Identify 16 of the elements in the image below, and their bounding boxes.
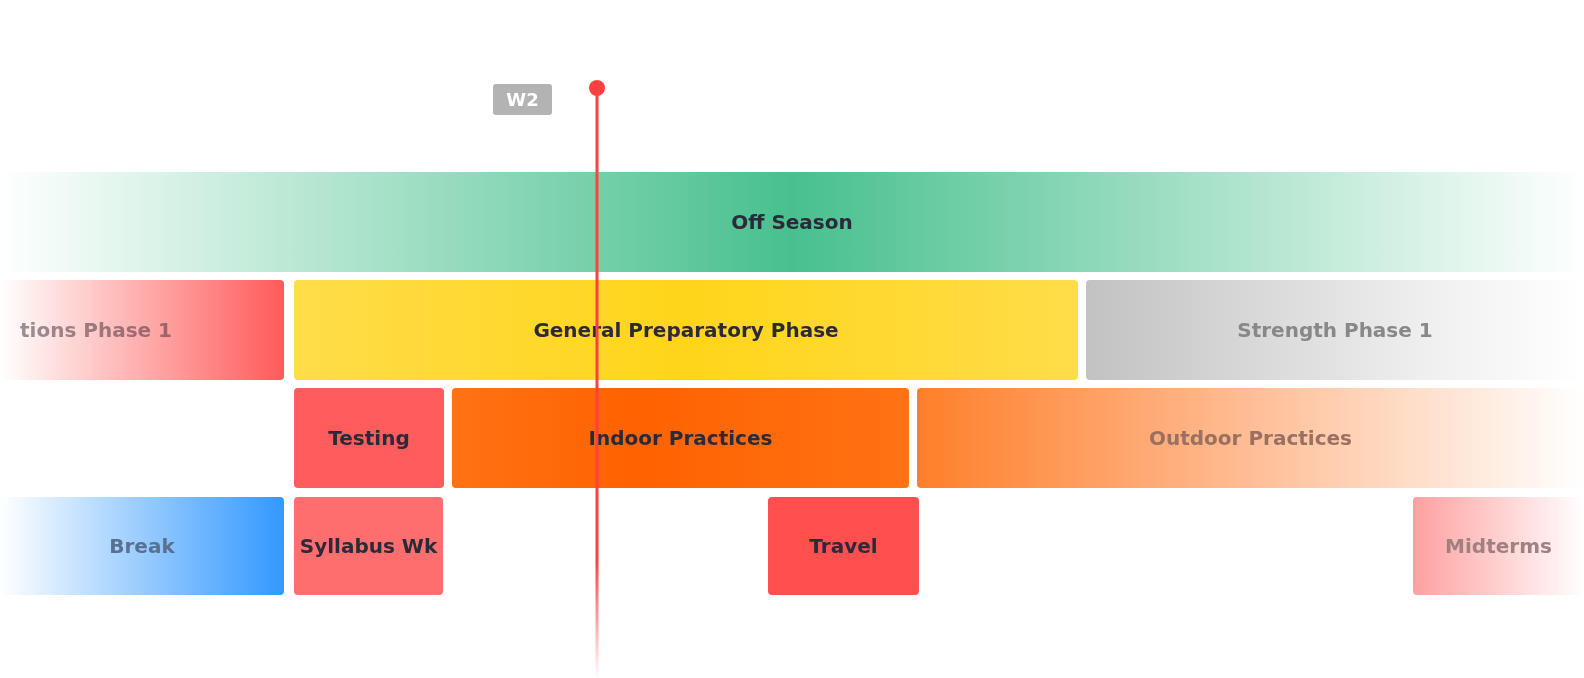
event-bar — [294, 497, 443, 595]
bar-label: Midterms — [1445, 534, 1552, 558]
activity-bar — [294, 388, 444, 488]
bar-label: Syllabus Wk — [299, 534, 438, 558]
bar-label: Outdoor Practices — [1148, 426, 1352, 450]
bar-label: Strength Phase 1 — [1237, 318, 1433, 342]
bar-label: Break — [109, 534, 175, 558]
week-badge: W2 — [493, 84, 552, 115]
bar-label: Indoor Practices — [588, 426, 773, 450]
phase-bar — [294, 280, 1078, 380]
bar-label: tions Phase 1 — [20, 318, 172, 342]
bar-label: Testing — [328, 426, 410, 450]
bar-label: Travel — [809, 534, 878, 558]
activity-bar — [452, 388, 909, 488]
event-bar — [768, 497, 919, 595]
bar-label: Off Season — [731, 210, 853, 234]
